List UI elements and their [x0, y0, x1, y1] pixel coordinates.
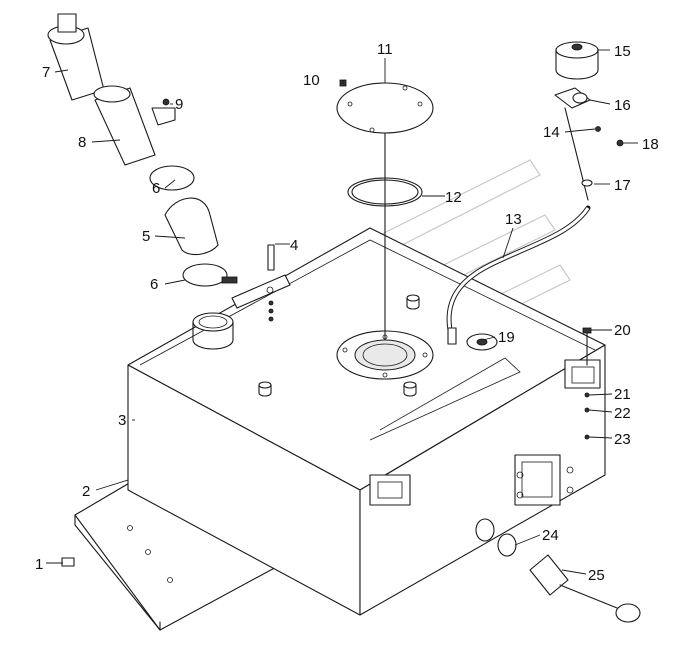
callout-9: 9 [175, 96, 183, 113]
top-bosses [258, 294, 420, 397]
callout-19: 19 [498, 329, 515, 346]
callout-12: 12 [445, 189, 462, 206]
callout-24: 24 [542, 527, 559, 544]
callout-8: 8 [78, 134, 86, 151]
callout-1: 1 [35, 556, 43, 573]
callout-22: 22 [614, 405, 631, 422]
callout-5: 5 [142, 228, 150, 245]
callout-11: 11 [377, 41, 393, 58]
callout-18: 18 [642, 136, 659, 153]
bolt-1 [61, 557, 75, 567]
callout-6b: 6 [150, 276, 158, 293]
callout-2: 2 [82, 483, 90, 500]
callout-14: 14 [543, 124, 560, 141]
bolt-20 [582, 327, 592, 440]
callout-13: 13 [505, 211, 522, 228]
callout-3: 3 [118, 412, 126, 429]
callout-15: 15 [614, 43, 631, 60]
callout-23: 23 [614, 431, 631, 448]
drain-flange [466, 333, 498, 351]
callout-4: 4 [290, 237, 298, 254]
callout-labels: 1 2 3 4 5 6 6 7 8 9 10 11 12 13 14 15 16… [35, 41, 659, 584]
sender-opening [336, 330, 434, 380]
callout-leaders [46, 49, 638, 575]
filler-neck [192, 274, 291, 350]
callout-10: 10 [303, 72, 320, 89]
drain-valve [475, 518, 641, 623]
vent-pipe [446, 205, 591, 345]
callout-7: 7 [42, 64, 50, 81]
callout-6a: 6 [152, 180, 160, 197]
callout-17: 17 [614, 177, 631, 194]
callout-25: 25 [588, 567, 605, 584]
callout-20: 20 [614, 322, 631, 339]
breather-assembly [554, 41, 624, 201]
filler-hose-assembly [47, 13, 275, 322]
sender-cover [336, 79, 434, 341]
callout-21: 21 [614, 386, 631, 403]
callout-16: 16 [614, 97, 631, 114]
